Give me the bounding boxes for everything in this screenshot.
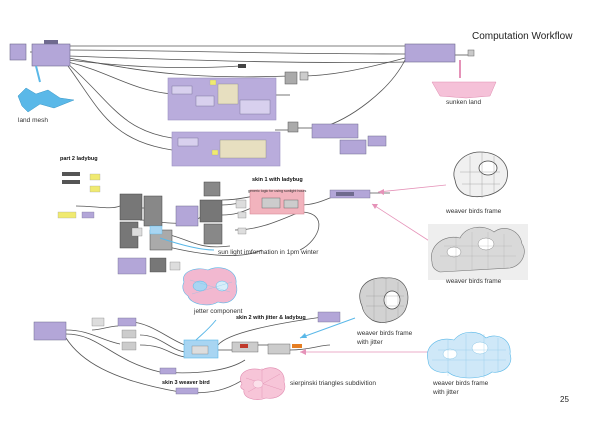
sunlight-highlight bbox=[149, 225, 163, 235]
component bbox=[171, 85, 193, 95]
component bbox=[159, 367, 177, 375]
part2-ladybug-label: part 2 ladybug bbox=[60, 156, 98, 162]
input-component-group bbox=[9, 40, 71, 67]
component bbox=[121, 329, 137, 339]
component bbox=[195, 95, 215, 107]
jetter-component-label: jetter component bbox=[194, 308, 243, 315]
weaver-birds-frame-label-1: weaver birds frame bbox=[446, 208, 502, 215]
generic-logic-label: generic logic for using sunlight hours bbox=[248, 189, 307, 193]
panel bbox=[91, 317, 105, 327]
component bbox=[239, 99, 271, 115]
skin1-cluster bbox=[117, 181, 247, 275]
sunlight-pointer bbox=[159, 237, 215, 251]
sierpinski-label: sierpinski triangles subdivition bbox=[290, 380, 376, 387]
component bbox=[317, 311, 341, 323]
component bbox=[284, 71, 298, 85]
blue-arrow-head bbox=[300, 333, 307, 338]
pink-arrows bbox=[300, 184, 447, 355]
slider bbox=[57, 211, 77, 219]
ladybug-indicator bbox=[240, 344, 248, 348]
jitter-indicator bbox=[292, 344, 302, 348]
component bbox=[62, 180, 80, 184]
panel bbox=[169, 261, 181, 271]
land-mesh-component bbox=[9, 43, 27, 61]
weaver-birds-frame-jitter-label-1: weaver birds frame with jitter bbox=[357, 330, 413, 347]
component-header bbox=[336, 192, 354, 196]
sunken-land-shape bbox=[431, 81, 497, 99]
output-component bbox=[404, 43, 456, 63]
component-header bbox=[44, 40, 58, 44]
weaver-birds-frame-image-1 bbox=[453, 151, 508, 198]
land-mesh-label: land mesh bbox=[18, 117, 48, 124]
skin2-label: skin 2 with jitter & ladybug bbox=[236, 315, 306, 321]
component bbox=[117, 257, 147, 275]
component bbox=[175, 205, 199, 227]
component bbox=[261, 197, 281, 209]
weaver-birds-frame-jitter-image-2 bbox=[427, 331, 512, 379]
component bbox=[177, 137, 199, 147]
sunken-land-graphic bbox=[431, 60, 497, 99]
component bbox=[117, 317, 137, 327]
slider bbox=[89, 173, 101, 181]
weaver-birds-frame-label-2: weaver birds frame bbox=[446, 278, 502, 285]
skin1-ladybug-group bbox=[249, 189, 371, 215]
land-mesh-shape bbox=[17, 87, 75, 113]
sunlight-info-label: sun light imformation in 1pm winter bbox=[218, 249, 319, 256]
ladybug-component bbox=[143, 195, 163, 227]
blue-arrow bbox=[299, 317, 356, 339]
land-mesh-graphic bbox=[17, 65, 75, 113]
panel bbox=[217, 83, 239, 105]
component bbox=[287, 121, 299, 133]
weaver-birds-frame-jitter-image-1 bbox=[359, 277, 409, 324]
component bbox=[121, 341, 137, 351]
slider bbox=[209, 79, 217, 86]
jetter-component-image bbox=[182, 267, 238, 306]
panel bbox=[131, 227, 143, 237]
weaver-birds-frame-image-2 bbox=[428, 224, 528, 280]
component bbox=[33, 321, 67, 341]
ladybug-component bbox=[199, 199, 223, 223]
sunken-land-label: sunken land bbox=[446, 99, 482, 106]
component bbox=[367, 135, 387, 147]
component bbox=[149, 257, 167, 273]
component bbox=[283, 199, 299, 209]
panel bbox=[235, 199, 247, 209]
page-number: 25 bbox=[560, 395, 569, 404]
part2-ladybug-block bbox=[57, 172, 101, 219]
skin1-label: skin 1 with ladybug bbox=[252, 177, 303, 183]
page-title: Computation Workflow bbox=[472, 31, 573, 42]
component bbox=[81, 211, 95, 219]
slider bbox=[211, 149, 219, 156]
component bbox=[311, 123, 359, 139]
preview-component bbox=[467, 49, 475, 57]
skin3-label: skin 3 weaver bird bbox=[162, 380, 210, 386]
cluster-group-2 bbox=[171, 131, 281, 167]
jetter-pointer bbox=[195, 319, 217, 341]
component bbox=[62, 172, 80, 176]
sierpinski-image bbox=[240, 367, 286, 400]
panel bbox=[237, 211, 247, 219]
jitter-component bbox=[191, 345, 209, 355]
geometry-param-component bbox=[31, 43, 71, 67]
wire-relay bbox=[238, 64, 246, 68]
panel bbox=[219, 139, 267, 159]
component bbox=[299, 71, 309, 81]
skin2-cluster bbox=[33, 311, 356, 395]
ladybug-component bbox=[203, 223, 223, 245]
component bbox=[339, 139, 367, 155]
ladybug-component bbox=[203, 181, 221, 197]
skin3-component bbox=[175, 387, 199, 395]
sunken-land-component-group bbox=[404, 43, 475, 63]
ladybug-component bbox=[119, 193, 143, 221]
cluster-group-1 bbox=[167, 77, 277, 121]
weaver-birds-frame-jitter-label-2: weaver birds frame with jitter bbox=[433, 380, 489, 397]
land-mesh-arrow bbox=[35, 65, 41, 83]
component bbox=[267, 343, 291, 355]
panel bbox=[237, 227, 247, 235]
slider bbox=[89, 185, 101, 193]
